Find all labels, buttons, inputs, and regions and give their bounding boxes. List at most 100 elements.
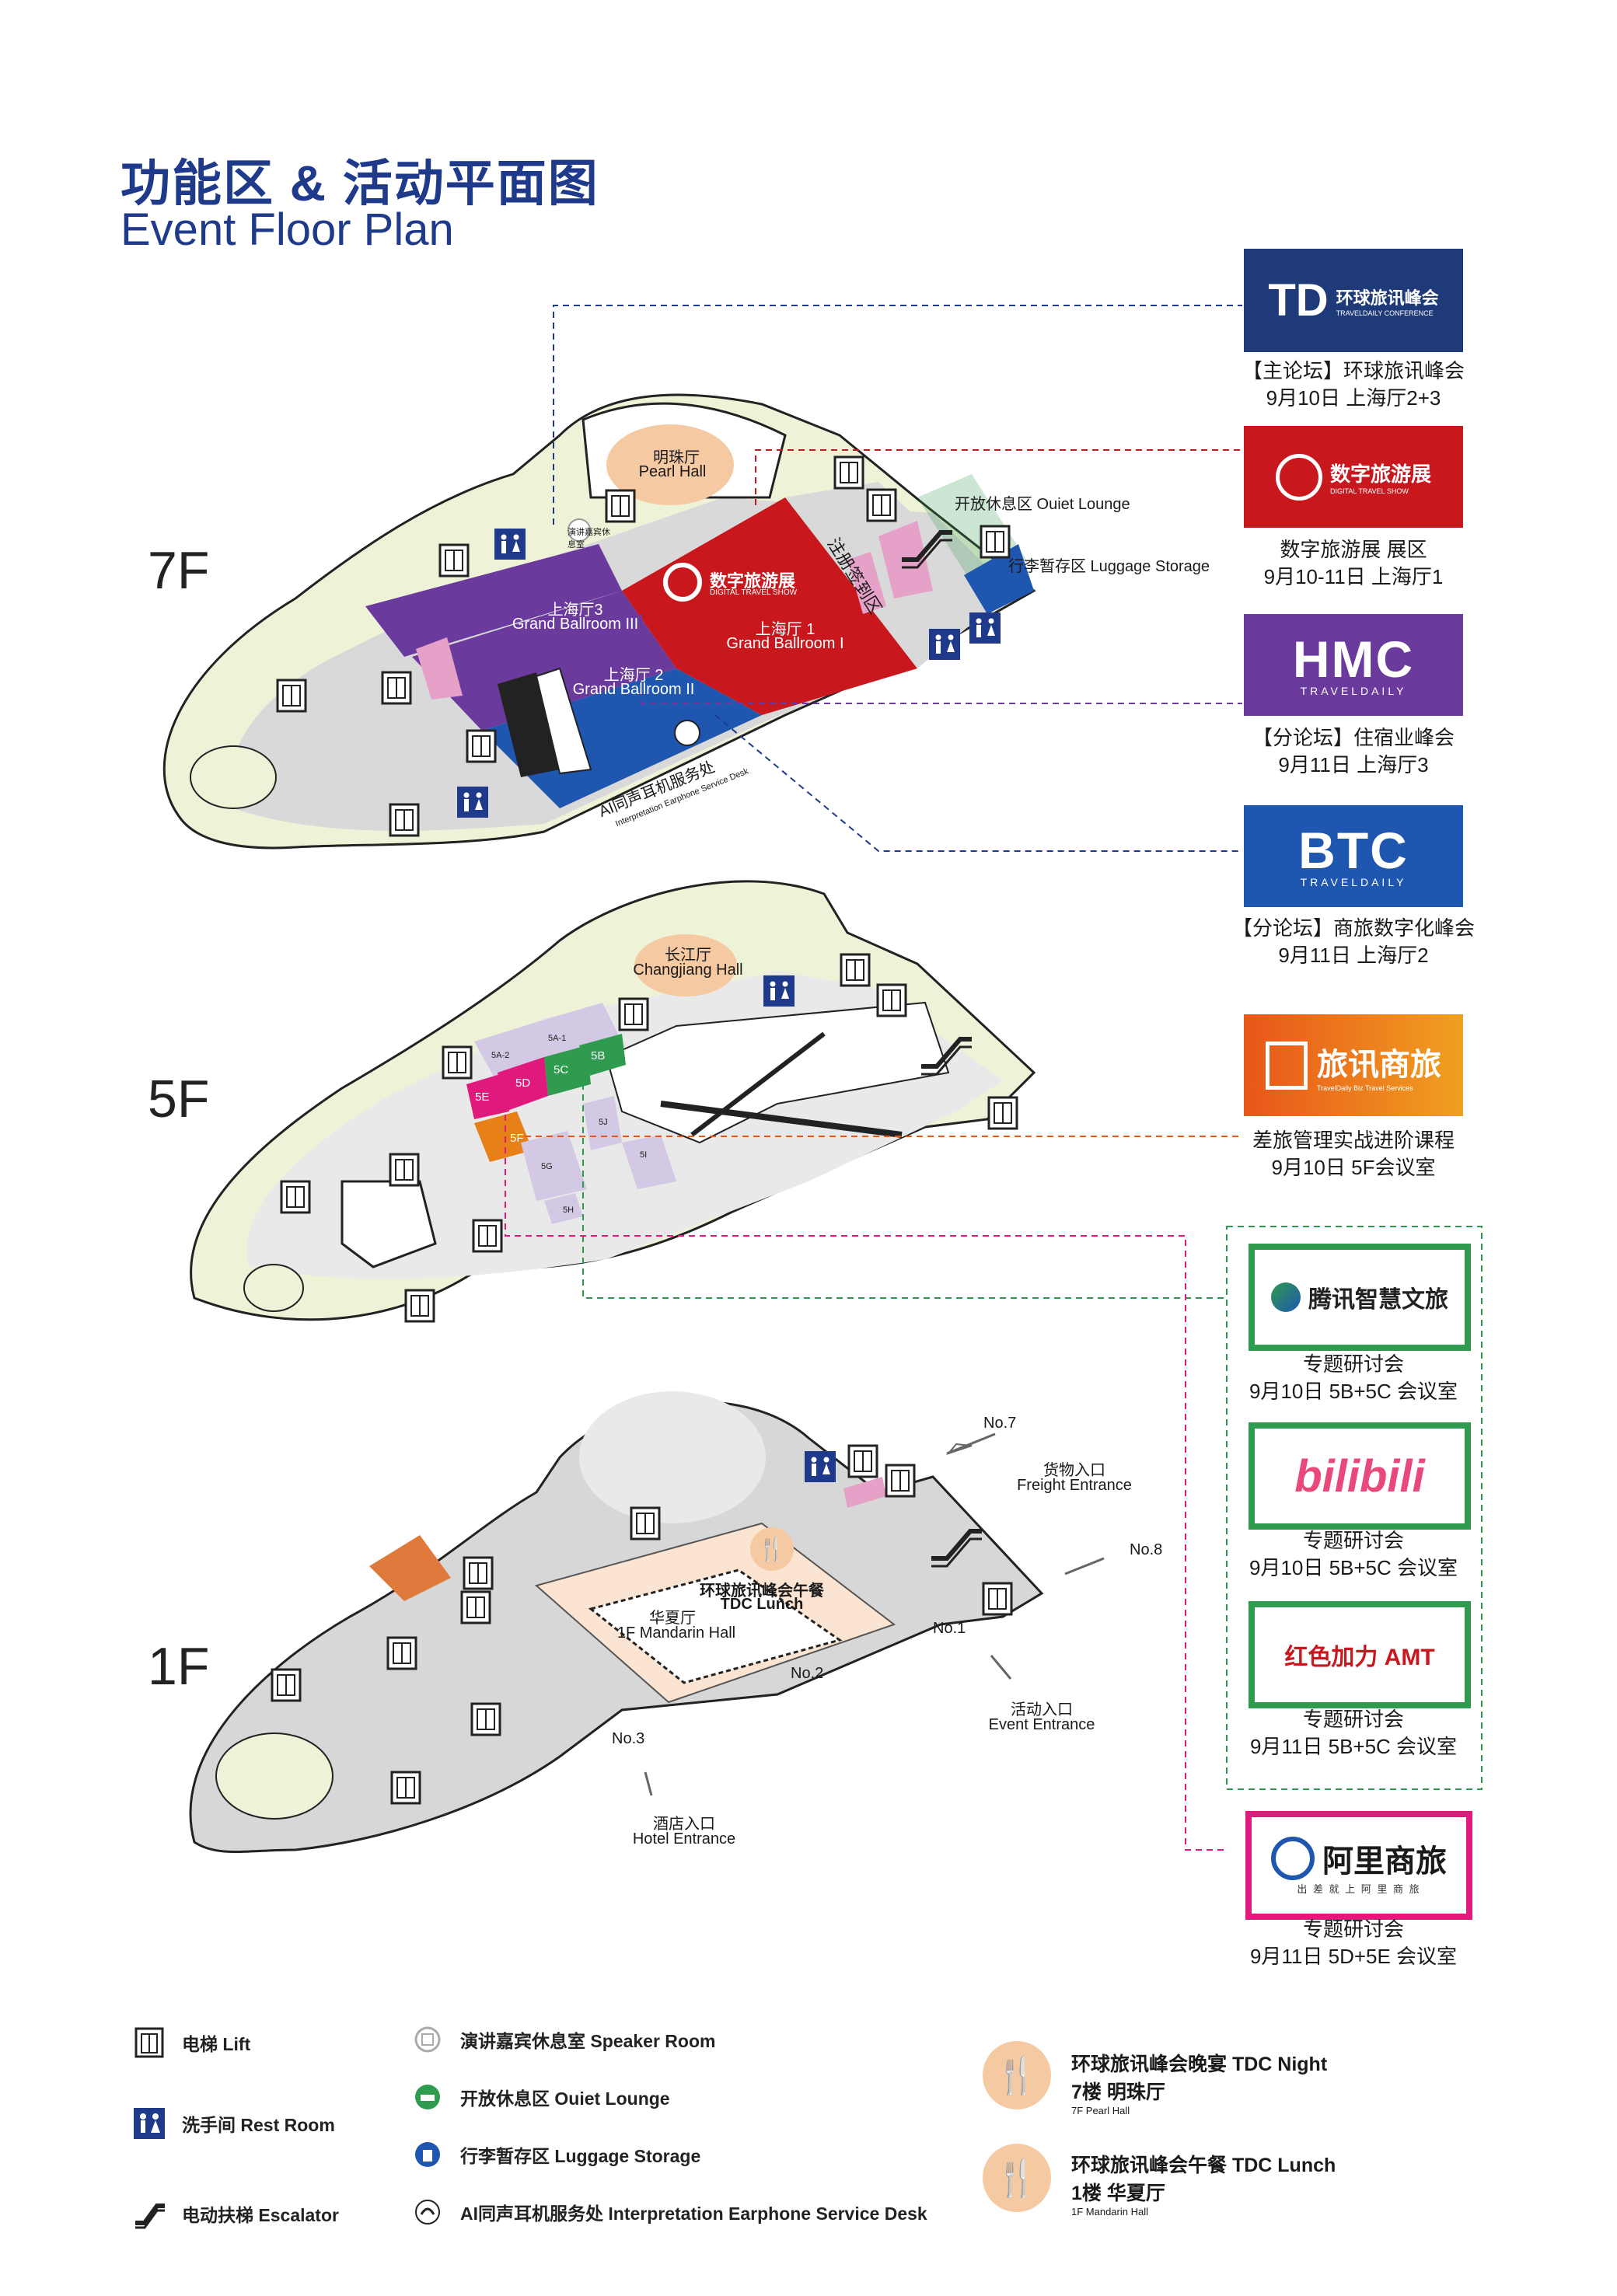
legend-lift: 电梯 Lift (134, 2027, 250, 2058)
alibaba-logo-icon (1271, 1836, 1315, 1880)
escalator-icon (134, 2198, 165, 2229)
ballroom2-label-cn: 上海厅 2 (603, 667, 664, 684)
event-card-tdc[interactable]: TD 环球旅讯峰会 TRAVELDAILY CONFERENCE (1244, 249, 1463, 352)
room-5h: 5H (563, 1206, 575, 1215)
connector-lines (505, 305, 1483, 1851)
legend-escalator: 电动扶梯 Escalator (134, 2198, 339, 2229)
changjiang-label-cn: 长江厅 (665, 947, 711, 964)
biz-travel-logo-icon (1266, 1041, 1308, 1090)
event-caption-bilibili: 专题研讨会 9月10日 5B+5C 会议室 (1213, 1527, 1494, 1582)
event-card-tencent[interactable]: 腾讯智慧文旅 (1249, 1244, 1471, 1351)
btc-logo-sub: TRAVELDAILY (1300, 875, 1407, 888)
freight-entrance-cn: 货物入口 (1043, 1462, 1105, 1479)
event-caption-line1: 差旅管理实战进阶课程 (1252, 1129, 1455, 1152)
room-5a2: 5A-2 (491, 1051, 510, 1060)
pearl-hall-label-en: Pearl Hall (638, 463, 707, 480)
event-caption-line2: 9月11日 上海厅2 (1278, 944, 1429, 967)
freight-entrance-en: Freight Entrance (1017, 1477, 1132, 1494)
btc-logo: BTC (1298, 821, 1409, 879)
dts-floor-logo-cn: 数字旅游展 (710, 571, 796, 591)
tdc-logo-en: TRAVELDAILY CONFERENCE (1336, 309, 1434, 317)
event-caption-biz-travel: 差旅管理实战进阶课程 9月10日 5F会议室 (1213, 1127, 1494, 1181)
room-5b: 5B (591, 1049, 606, 1063)
luggage-icon (412, 2139, 443, 2170)
tencent-logo-icon (1271, 1282, 1301, 1312)
legend-earphone-label: AI同声耳机服务处 Interpretation Earphone Servic… (460, 2204, 927, 2224)
legend-speaker-room: 演讲嘉宾休息室 Speaker Room (412, 2024, 715, 2055)
tdc-logo-cn: 环球旅讯峰会 (1336, 288, 1439, 308)
ballroom1-label-cn: 上海厅 1 (755, 621, 815, 638)
event-caption-alibaba: 专题研讨会 9月11日 5D+5E 会议室 (1213, 1916, 1494, 1970)
room-5g: 5G (541, 1162, 553, 1171)
event-caption-tencent: 专题研讨会 9月10日 5B+5C 会议室 (1213, 1351, 1494, 1405)
lounge-icon (412, 2081, 443, 2113)
event-card-dts[interactable]: 数字旅游展 DIGITAL TRAVEL SHOW (1244, 426, 1463, 528)
room-5j: 5J (599, 1118, 608, 1127)
event-caption-btc: 【分论坛】商旅数字化峰会 9月11日 上海厅2 (1213, 915, 1494, 969)
room-5f: 5F (510, 1132, 524, 1145)
pearl-hall-label-cn: 明珠厅 (653, 449, 700, 466)
floor-label-7f: 7F (148, 541, 210, 600)
event-caption-line2: 9月10-11日 上海厅1 (1263, 565, 1444, 588)
event-caption-amt: 专题研讨会 9月11日 5B+5C 会议室 (1213, 1706, 1494, 1760)
restroom-icon (134, 2108, 165, 2139)
event-caption-tdc: 【主论坛】环球旅讯峰会 9月10日 上海厅2+3 (1213, 358, 1494, 412)
event-caption-line1: 专题研讨会 (1302, 1529, 1404, 1552)
dts-logo-cn: 数字旅游展 (1329, 462, 1431, 486)
legend-luggage: 行李暂存区 Luggage Storage (412, 2139, 700, 2170)
dts-logo-icon (1275, 453, 1322, 501)
ballroom1-label-en: Grand Ballroom I (726, 635, 844, 652)
lunch-legend-fork-icon: 🍴 (983, 2144, 1051, 2212)
hotel-entrance-en: Hotel Entrance (632, 1830, 736, 1848)
event-card-biz-travel[interactable]: 旅讯商旅 TravelDaily Biz Travel Services (1244, 1014, 1463, 1116)
earphone-icon (412, 2197, 443, 2228)
biz-travel-logo-en: TravelDaily Biz Travel Services (1317, 1083, 1413, 1092)
quiet-lounge-label: 开放休息区 Ouiet Lounge (955, 496, 1130, 513)
dts-floor-logo-en: DIGITAL TRAVEL SHOW (710, 588, 798, 597)
ballroom3-label-en: Grand Ballroom III (512, 616, 639, 633)
page-title: 功能区 & 活动平面图 (120, 155, 599, 211)
event-caption-line1: 【分论坛】住宿业峰会 (1252, 726, 1455, 749)
legend-tdc-lunch: 环球旅讯峰会午餐 TDC Lunch 1楼 华夏厅 1F Mandarin Ha… (1071, 2150, 1336, 2217)
ballroom3-label-cn: 上海厅3 (547, 602, 603, 619)
ballroom2-label-en: Grand Ballroom II (572, 681, 695, 698)
event-caption-line2: 9月11日 上海厅3 (1278, 753, 1429, 776)
event-card-alibaba[interactable]: 阿里商旅 出 差 就 上 阿 里 商 旅 (1245, 1811, 1472, 1920)
gate-no7: No.7 (983, 1415, 1017, 1432)
lunch-fork-icon: 🍴 (750, 1527, 794, 1571)
room-5i: 5I (640, 1150, 648, 1160)
event-caption-line2: 9月10日 上海厅2+3 (1266, 386, 1441, 410)
mandarin-hall-label-cn: 华夏厅 (649, 1610, 696, 1627)
legend-earphone: AI同声耳机服务处 Interpretation Earphone Servic… (412, 2197, 927, 2228)
legend-quiet-lounge: 开放休息区 Ouiet Lounge (412, 2081, 670, 2113)
event-caption-line1: 【分论坛】商旅数字化峰会 (1231, 916, 1475, 940)
legend-tdc-night: 环球旅讯峰会晚宴 TDC Night 7楼 明珠厅 7F Pearl Hall (1071, 2049, 1327, 2116)
dinner-fork-icon: 🍴 (983, 2041, 1051, 2109)
legend-restroom: 洗手间 Rest Room (134, 2108, 335, 2139)
floor-1f-plan (189, 1391, 1105, 1853)
event-caption-line2: 9月10日 5B+5C 会议室 (1249, 1380, 1458, 1403)
bilibili-logo-text: bilibili (1294, 1450, 1425, 1502)
event-entrance-en: Event Entrance (988, 1716, 1095, 1733)
event-card-btc[interactable]: BTC TRAVELDAILY (1244, 805, 1463, 907)
room-5e: 5E (475, 1090, 490, 1104)
floor-7f-plan (162, 393, 1036, 850)
mandarin-hall-label-en: 1F Mandarin Hall (616, 1624, 736, 1642)
gate-no1: No.1 (933, 1620, 966, 1637)
speaker-room-label: 演讲嘉宾休息室 (568, 528, 610, 550)
legend-escalator-label: 电动扶梯 Escalator (182, 2205, 339, 2225)
gate-no3: No.3 (612, 1730, 645, 1747)
alibaba-logo-cn: 阿里商旅 (1322, 1844, 1447, 1879)
night-title: 环球旅讯峰会晚宴 TDC Night (1071, 2053, 1328, 2075)
event-card-amt[interactable]: 红色加力 AMT (1249, 1601, 1471, 1708)
night-location: 7楼 明珠厅 (1071, 2081, 1165, 2103)
hmc-logo-sub: TRAVELDAILY (1300, 684, 1407, 697)
lift-icon (134, 2027, 165, 2058)
lunch-title: 环球旅讯峰会午餐 TDC Lunch (1071, 2155, 1336, 2176)
legend-lounge-label: 开放休息区 Ouiet Lounge (460, 2088, 670, 2109)
event-card-hmc[interactable]: HMC TRAVELDAILY (1244, 614, 1463, 716)
floor-label-1f: 1F (148, 1637, 210, 1696)
event-card-bilibili[interactable]: bilibili (1249, 1422, 1471, 1530)
event-caption-line1: 【主论坛】环球旅讯峰会 (1242, 359, 1465, 382)
event-caption-line1: 专题研讨会 (1302, 1708, 1404, 1731)
